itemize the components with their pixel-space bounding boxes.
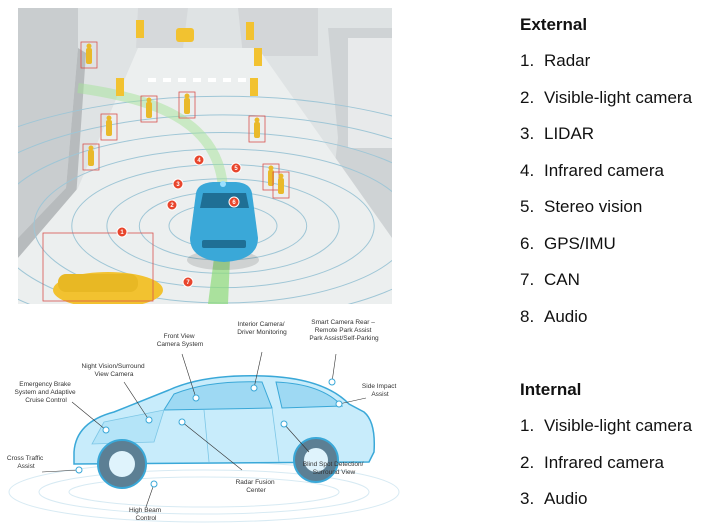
sensor-ring (18, 114, 392, 304)
pedestrian (178, 91, 196, 119)
external-item: 3.LIDAR (520, 124, 595, 143)
traffic-lights (116, 20, 262, 96)
svg-text:4: 4 (197, 158, 201, 164)
planned-path (208, 258, 230, 304)
internal-item-label: Audio (544, 489, 588, 508)
internal-item: 3.Audio (520, 489, 588, 508)
external-item: 8.Audio (520, 307, 588, 326)
taxi-far (176, 28, 194, 42)
label-interior-camera: Interior Camera/ Driver Monitoring (237, 321, 287, 336)
svg-text:5: 5 (234, 166, 238, 172)
external-item-label: Audio (544, 307, 588, 326)
sensor-badge-5: 5 (230, 162, 242, 174)
label-smart-camera: Smart Camera Rear – Remote Park Assist P… (309, 319, 379, 342)
internal-item: 1.Visible-light camera (520, 416, 693, 435)
svg-text:6: 6 (232, 200, 236, 206)
external-item: 7.CAN (520, 270, 580, 289)
external-item-label: LIDAR (544, 124, 595, 143)
external-item-label: Visible-light camera (544, 88, 693, 107)
svg-text:1: 1 (120, 230, 124, 236)
sensor-badge-4: 4 (193, 154, 205, 166)
building-far (136, 8, 188, 48)
pedestrian (140, 95, 158, 123)
internal-item: 2.Infrared camera (520, 453, 664, 472)
car-adas-diagram: Front View Camera System Interior Camera… (4, 312, 404, 526)
pedestrian (248, 115, 266, 143)
detected-objects (80, 41, 290, 199)
internal-item-label: Visible-light camera (544, 416, 693, 435)
sensor-badge-3: 3 (172, 178, 184, 190)
internal-item-label: Infrared camera (544, 453, 664, 472)
svg-text:2: 2 (170, 203, 174, 209)
label-blind-spot: Blind Spot Detection/ Surround View (303, 461, 366, 476)
external-item: 2.Visible-light camera (520, 88, 693, 107)
svg-text:3: 3 (176, 182, 180, 188)
label-front-view: Front View Camera System (157, 333, 204, 348)
sensor-badges: 1 2 3 4 5 6 7 (116, 154, 242, 288)
label-side-impact: Side Impact Assist (362, 383, 398, 398)
pedestrian (272, 171, 290, 199)
car-body (73, 375, 376, 465)
crosswalk (148, 78, 246, 82)
sensor-badge-2: 2 (166, 199, 178, 211)
external-item-label: GPS/IMU (544, 234, 616, 253)
external-item: 1.Radar (520, 51, 591, 70)
label-radar-fusion: Radar Fusion Center (236, 479, 277, 494)
pedestrian (80, 41, 98, 69)
label-cross-traffic: Cross Traffic Assist (7, 455, 45, 470)
building-left (18, 8, 78, 238)
wheels (97, 437, 339, 489)
external-item-label: Radar (544, 51, 591, 70)
sensor-badge-1: 1 (116, 226, 128, 238)
sensor-ring (18, 95, 392, 128)
sensor-badge-6: 6 (228, 196, 240, 208)
external-item: 6.GPS/IMU (520, 234, 616, 253)
sensor-ring (18, 132, 392, 304)
callout-lines (41, 351, 367, 508)
label-night-vision: Night Vision/Surround View Camera (82, 363, 147, 378)
external-heading: External (520, 15, 588, 34)
pedestrian (100, 113, 118, 141)
label-emergency-brake: Emergency Brake System and Adaptive Crui… (15, 381, 78, 404)
external-item: 5.Stereo vision (520, 197, 643, 216)
label-high-beam: High Beam Control (129, 507, 163, 522)
external-item-label: Stereo vision (544, 197, 643, 216)
pedestrian (82, 143, 100, 171)
external-item: 4.Infrared camera (520, 161, 664, 180)
street-sensor-scene: 1 2 3 4 5 6 7 (18, 8, 392, 304)
sensor-badge-7: 7 (182, 276, 194, 288)
external-item-label: CAN (544, 270, 580, 289)
external-item-label: Infrared camera (544, 161, 664, 180)
sensor-dots (75, 378, 343, 488)
svg-text:7: 7 (186, 280, 190, 286)
ego-car (187, 181, 259, 270)
internal-heading: Internal (520, 380, 582, 399)
